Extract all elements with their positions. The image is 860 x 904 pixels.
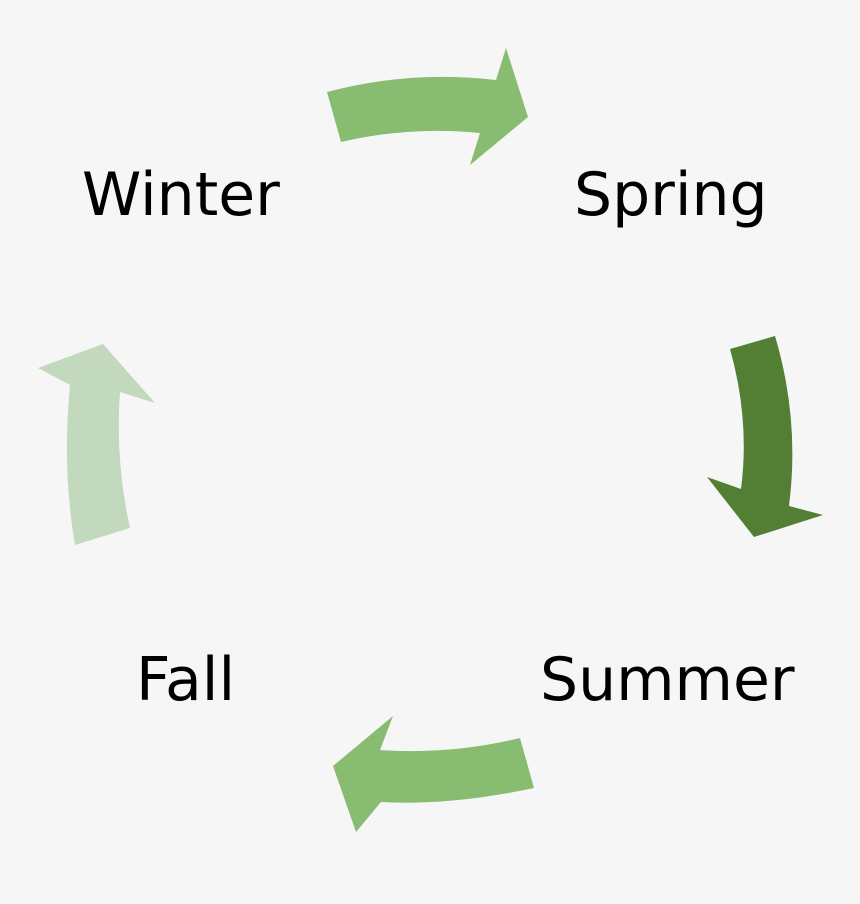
label-fall: Fall <box>136 645 236 715</box>
arrow-summer-to-fall <box>333 716 534 832</box>
label-summer: Summer <box>540 645 795 715</box>
arrow-winter-to-spring <box>327 48 528 165</box>
label-winter: Winter <box>82 160 280 230</box>
arrow-fall-to-winter <box>38 344 155 545</box>
label-spring: Spring <box>574 160 768 230</box>
arrow-spring-to-summer <box>707 336 823 537</box>
